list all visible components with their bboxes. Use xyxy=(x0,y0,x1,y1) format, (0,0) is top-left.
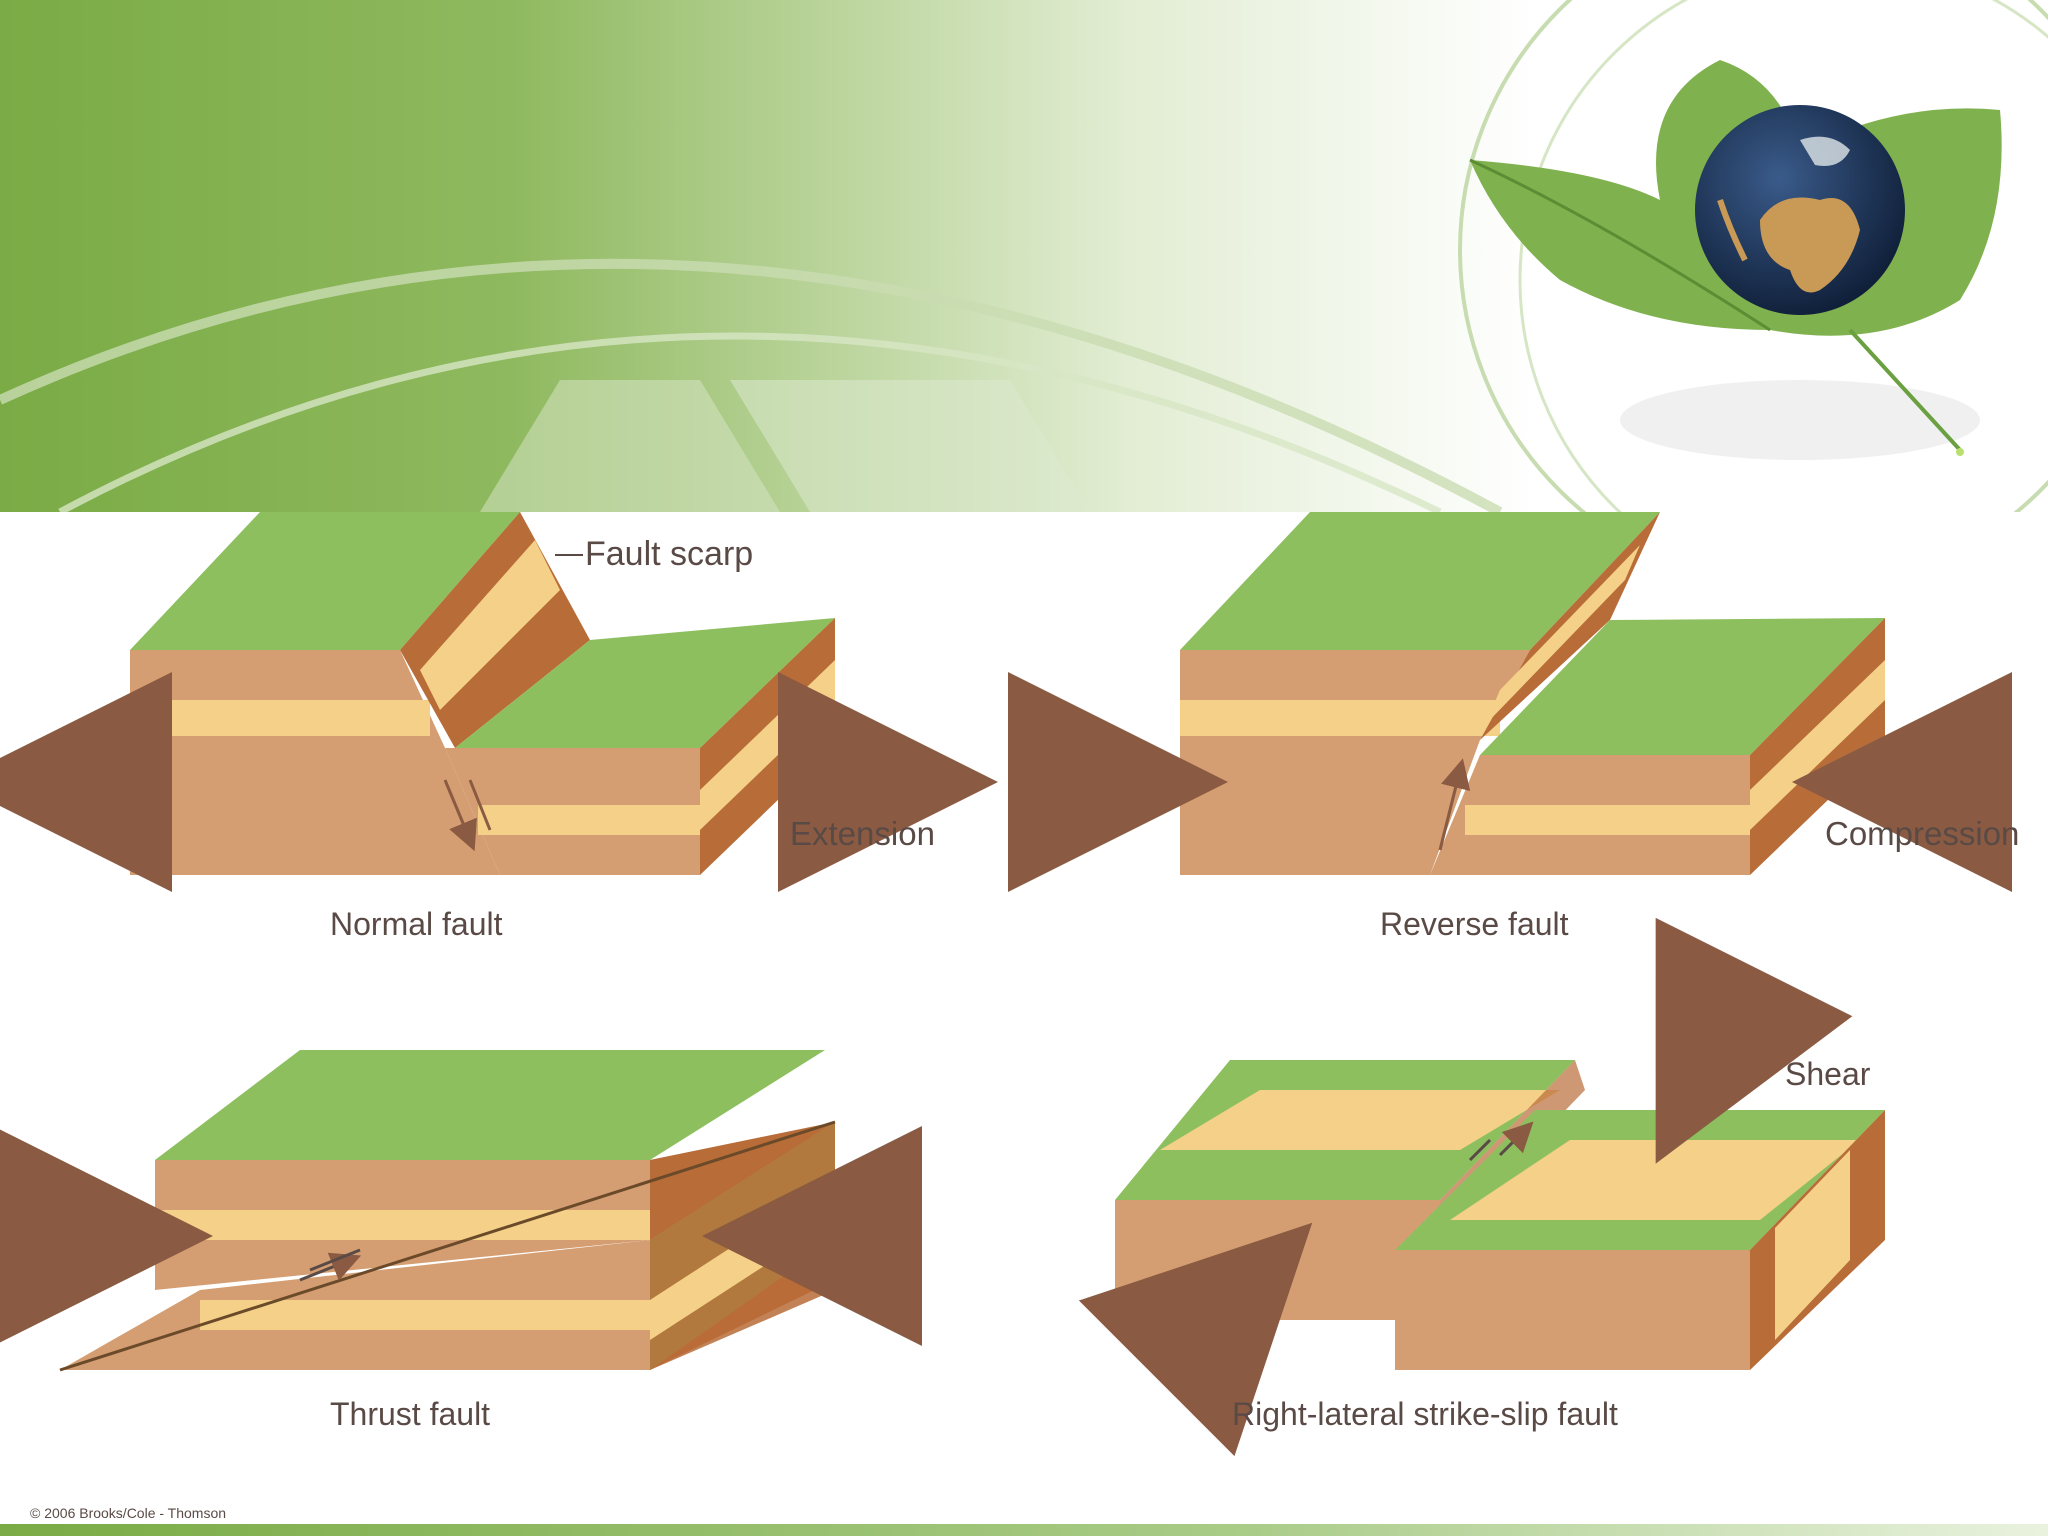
globe-on-leaf-icon xyxy=(1469,60,2002,460)
reverse-fault-diagram xyxy=(1008,512,2012,892)
strike-slip-caption: Right-lateral strike-slip fault xyxy=(1232,1396,1618,1432)
thrust-fault-diagram xyxy=(0,1050,922,1372)
strike-slip-fault-diagram xyxy=(1078,917,1885,1457)
shear-label: Shear xyxy=(1785,1056,1871,1092)
reverse-fault-caption: Reverse fault xyxy=(1380,906,1569,942)
thrust-fault-caption: Thrust fault xyxy=(330,1396,490,1432)
fault-scarp-label: Fault scarp xyxy=(585,535,753,573)
compression-label: Compression xyxy=(1825,815,2019,852)
copyright-text: © 2006 Brooks/Cole - Thomson xyxy=(30,1505,226,1521)
normal-fault-diagram xyxy=(0,512,998,892)
extension-label: Extension xyxy=(790,815,935,852)
normal-fault-caption: Normal fault xyxy=(330,906,503,942)
footer-band xyxy=(0,1524,2048,1536)
